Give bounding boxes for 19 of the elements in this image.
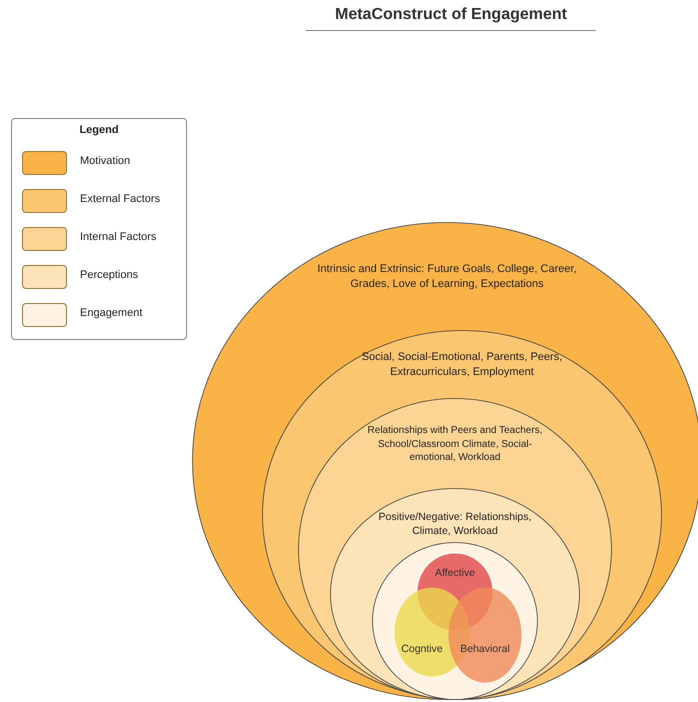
region-label: Social, Social-Emotional, Parents, Peers, Extracurriculars, Employment [360, 350, 564, 380]
ellipse-region [298, 398, 612, 700]
venn-label: Behavioral [459, 643, 511, 655]
region-label: Relationships with Peers and Teachers, School/Classroom Climate, Social-emotional, Workload [366, 424, 544, 464]
venn-circle [448, 587, 522, 683]
legend-label: External Factors [80, 193, 160, 205]
legend-label: Perceptions [80, 269, 138, 281]
ellipse-region [262, 330, 662, 700]
venn-label: Affective [434, 567, 476, 579]
venn-label: Cogntive [400, 643, 444, 655]
legend-label: Engagement [80, 307, 142, 319]
ellipse-region [330, 488, 580, 700]
region-label: Intrinsic and Extrinsic: Future Goals, College, Career, Grades, Love of Learning, Expectations [316, 262, 578, 292]
inner-circle [372, 542, 538, 700]
legend-label: Motivation [80, 155, 130, 167]
legend-title: Legend [78, 124, 120, 136]
title: MetaConstruct of Engagement [306, 6, 596, 31]
region-label: Positive/Negative: Relationships, Climate, Workload [378, 510, 532, 538]
legend-label: Internal Factors [80, 231, 156, 243]
